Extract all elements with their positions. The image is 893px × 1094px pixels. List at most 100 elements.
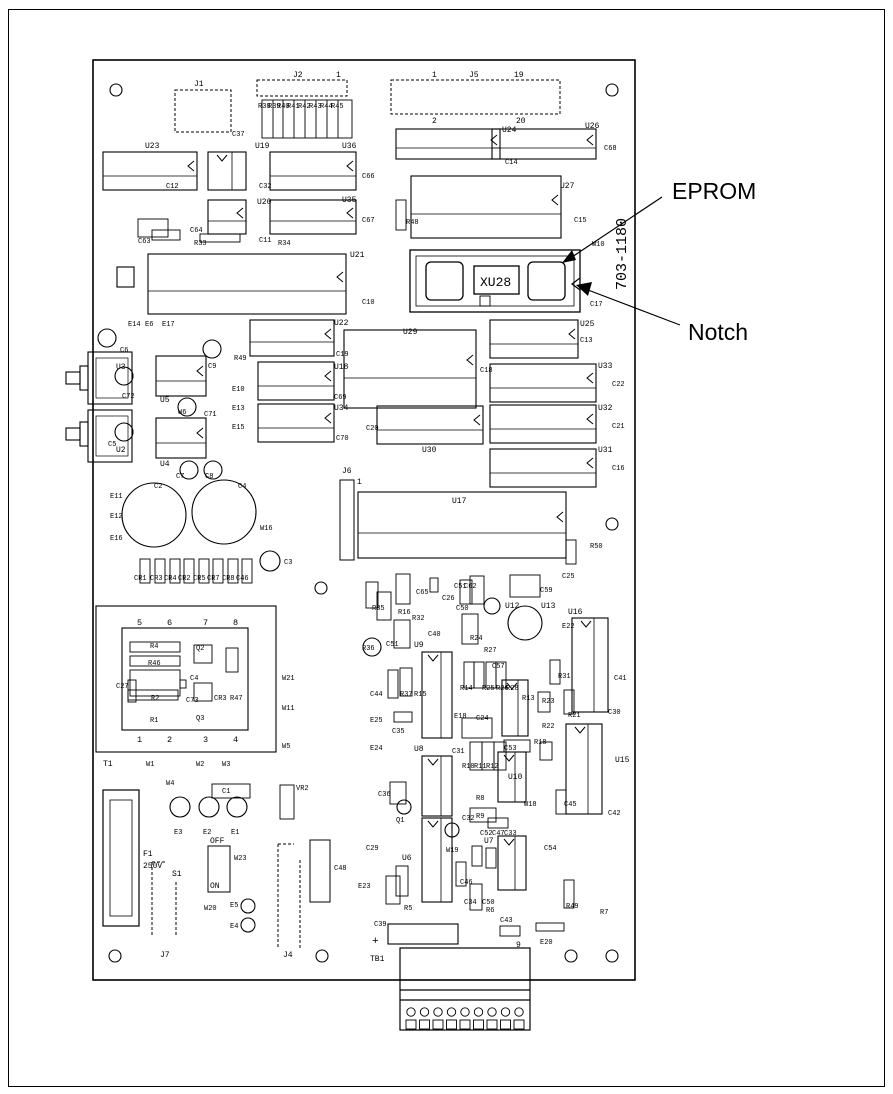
fuse-f1	[102, 789, 140, 927]
passive-component	[395, 573, 411, 605]
component-label: R7	[600, 909, 608, 917]
component-label: C54	[544, 845, 557, 853]
component-label: R43	[309, 103, 322, 111]
component-label: C50	[482, 899, 495, 907]
terminal-screw	[460, 1007, 470, 1017]
passive-component	[487, 817, 509, 829]
j4-label: J4	[283, 951, 293, 960]
component-label: R23	[542, 698, 555, 706]
component-label: E15	[232, 424, 245, 432]
j5-label: J5	[469, 71, 479, 80]
component-label: CR7	[207, 575, 220, 583]
component-label: R11	[474, 763, 487, 771]
component-label: R49	[234, 355, 247, 363]
component-label: R21	[568, 712, 581, 720]
part-number: 703-1180	[614, 218, 631, 290]
component-label: C4	[190, 675, 198, 683]
component-label: R1	[150, 717, 158, 725]
component-label: VR2	[296, 785, 309, 793]
component-label: W19	[446, 847, 459, 855]
component-label: R49	[566, 903, 579, 911]
passive-component	[241, 558, 253, 584]
component-label: E12	[110, 513, 123, 521]
j5-pin-label: 1	[432, 71, 437, 80]
passive-component	[399, 667, 413, 697]
dip-chip	[376, 405, 484, 445]
chip-label-u3: U3	[116, 363, 126, 372]
component-label: C65	[416, 589, 429, 597]
component-label: R50	[590, 543, 603, 551]
component-label: C69	[334, 394, 347, 402]
component-label: C1	[222, 788, 230, 796]
component-label: E5	[230, 902, 238, 910]
terminal-screw	[514, 1007, 524, 1017]
passive-component	[493, 741, 507, 771]
chip-label-u4: U4	[160, 460, 170, 469]
passive-component	[225, 647, 239, 673]
dip-chip	[489, 319, 579, 359]
component-label: C71	[204, 411, 217, 419]
dip-chip	[102, 151, 198, 191]
component-label: CR3	[150, 575, 163, 583]
passive-component	[212, 558, 224, 584]
component-label: E1	[231, 829, 239, 837]
component-label: E16	[110, 535, 123, 543]
dip-chip	[489, 404, 597, 444]
component-label: C51	[454, 583, 467, 591]
component-label: C68	[604, 145, 617, 153]
j5-pin-label: 2	[432, 117, 437, 126]
component-label: C63	[138, 238, 151, 246]
eprom-socket-label: XU28	[480, 275, 511, 290]
component-label: W23	[234, 855, 247, 863]
passive-component	[539, 741, 553, 761]
component-label: C67	[362, 217, 375, 225]
component-label: C13	[580, 337, 593, 345]
mounting-holes	[108, 83, 619, 963]
ic-chips	[102, 128, 609, 903]
dip-chip	[155, 417, 207, 459]
component-label: C6	[120, 347, 128, 355]
switch-off-label: OFF	[210, 837, 225, 846]
component-label: R22	[542, 723, 555, 731]
dip-chip	[421, 651, 453, 739]
component-label: C15	[574, 217, 587, 225]
dip-chip	[489, 448, 597, 488]
chip-label-u22: U22	[334, 319, 349, 328]
component-label: C73	[186, 697, 199, 705]
component-label: W1	[146, 761, 154, 769]
component-label: W6	[178, 409, 186, 417]
dip-chip	[571, 617, 609, 713]
terminal-screw	[446, 1007, 457, 1017]
terminal-slot	[419, 1019, 430, 1030]
dip-chip	[357, 491, 567, 559]
component-label: R32	[412, 615, 425, 623]
component-label: W10	[592, 241, 605, 249]
component-label: C64	[190, 227, 203, 235]
component-label: C11	[259, 237, 272, 245]
chip-label-u25: U25	[580, 320, 595, 329]
component-label: C50	[456, 605, 469, 613]
chip-label-u6: U6	[402, 854, 412, 863]
passive-component	[127, 679, 137, 703]
component-label: CR1	[134, 575, 147, 583]
component-label: R27	[484, 647, 497, 655]
passive-component	[385, 875, 401, 905]
terminal-slot	[405, 1019, 417, 1030]
passive-component	[459, 579, 473, 605]
component-label: E24	[370, 745, 383, 753]
passive-component	[393, 711, 413, 723]
dip-chip	[155, 355, 207, 397]
eprom-arrowhead	[562, 250, 576, 263]
component-label: C33	[504, 830, 517, 838]
passive-component	[469, 883, 483, 911]
component-label: C43	[500, 917, 513, 925]
passive-component	[473, 661, 485, 689]
dip-chip	[491, 128, 597, 160]
component-label: C47	[492, 830, 505, 838]
j5-pin-label: 20	[516, 117, 526, 126]
j7-label: J7	[160, 951, 170, 960]
component-label: W16	[260, 525, 273, 533]
passive-component	[429, 577, 439, 593]
component-label: R39	[268, 103, 281, 111]
